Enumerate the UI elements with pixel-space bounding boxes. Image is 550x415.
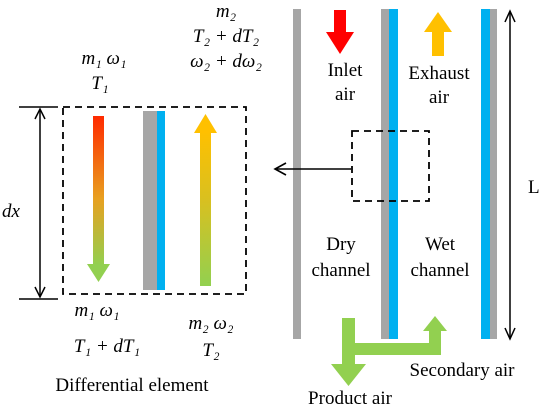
middle-blue-wall — [389, 9, 398, 339]
dx-label: dx — [2, 201, 20, 222]
top-left-line1: m₁ ω₁ — [81, 48, 127, 69]
detail-pointer-arrow — [273, 162, 351, 176]
element-caption: Differential element — [55, 375, 209, 396]
length-dimension-line — [504, 9, 516, 341]
dx-dimension-line — [19, 106, 58, 300]
secondary-air-label: Secondary air — [409, 360, 515, 381]
left-gray-wall — [293, 9, 301, 339]
element-down-arrow — [87, 116, 110, 282]
secondary-air-arrow — [355, 316, 447, 355]
detail-dashed-box — [351, 130, 430, 202]
top-right-line3: ω₂ + dω₂ — [190, 51, 262, 72]
exhaust-label-line1: Exhaust — [408, 63, 470, 84]
middle-gray-wall — [381, 9, 389, 339]
bottom-right-line1: m₂ ω₂ — [188, 313, 234, 334]
inlet-label-line1: Inlet — [327, 60, 363, 81]
inlet-arrow — [326, 10, 354, 54]
product-air-arrow — [331, 318, 366, 386]
exhaust-label-line2: air — [428, 87, 450, 108]
element-dashed-box — [62, 106, 247, 295]
element-up-arrow — [194, 114, 217, 286]
wet-channel-line2: channel — [410, 260, 470, 281]
top-right-line1: m₂ — [215, 1, 237, 22]
right-gray-wall — [490, 9, 497, 339]
length-label: L — [528, 177, 540, 198]
top-left-line2: T₁ — [91, 73, 109, 94]
element-gray-wall — [143, 111, 157, 290]
inlet-label-line2: air — [334, 84, 356, 105]
wet-channel-line1: Wet — [424, 234, 456, 255]
bottom-right-line2: T₂ — [202, 340, 220, 361]
dry-channel-line1: Dry — [326, 234, 356, 255]
top-right-line2: T₂ + dT₂ — [192, 26, 260, 47]
right-blue-wall — [481, 9, 490, 339]
dry-channel-line2: channel — [311, 260, 371, 281]
product-air-label: Product air — [308, 388, 392, 409]
bottom-left-line2: T₁ + dT₁ — [73, 336, 141, 357]
exhaust-arrow — [424, 12, 452, 56]
element-blue-wall — [157, 111, 165, 290]
bottom-left-line1: m₁ ω₁ — [74, 300, 120, 321]
